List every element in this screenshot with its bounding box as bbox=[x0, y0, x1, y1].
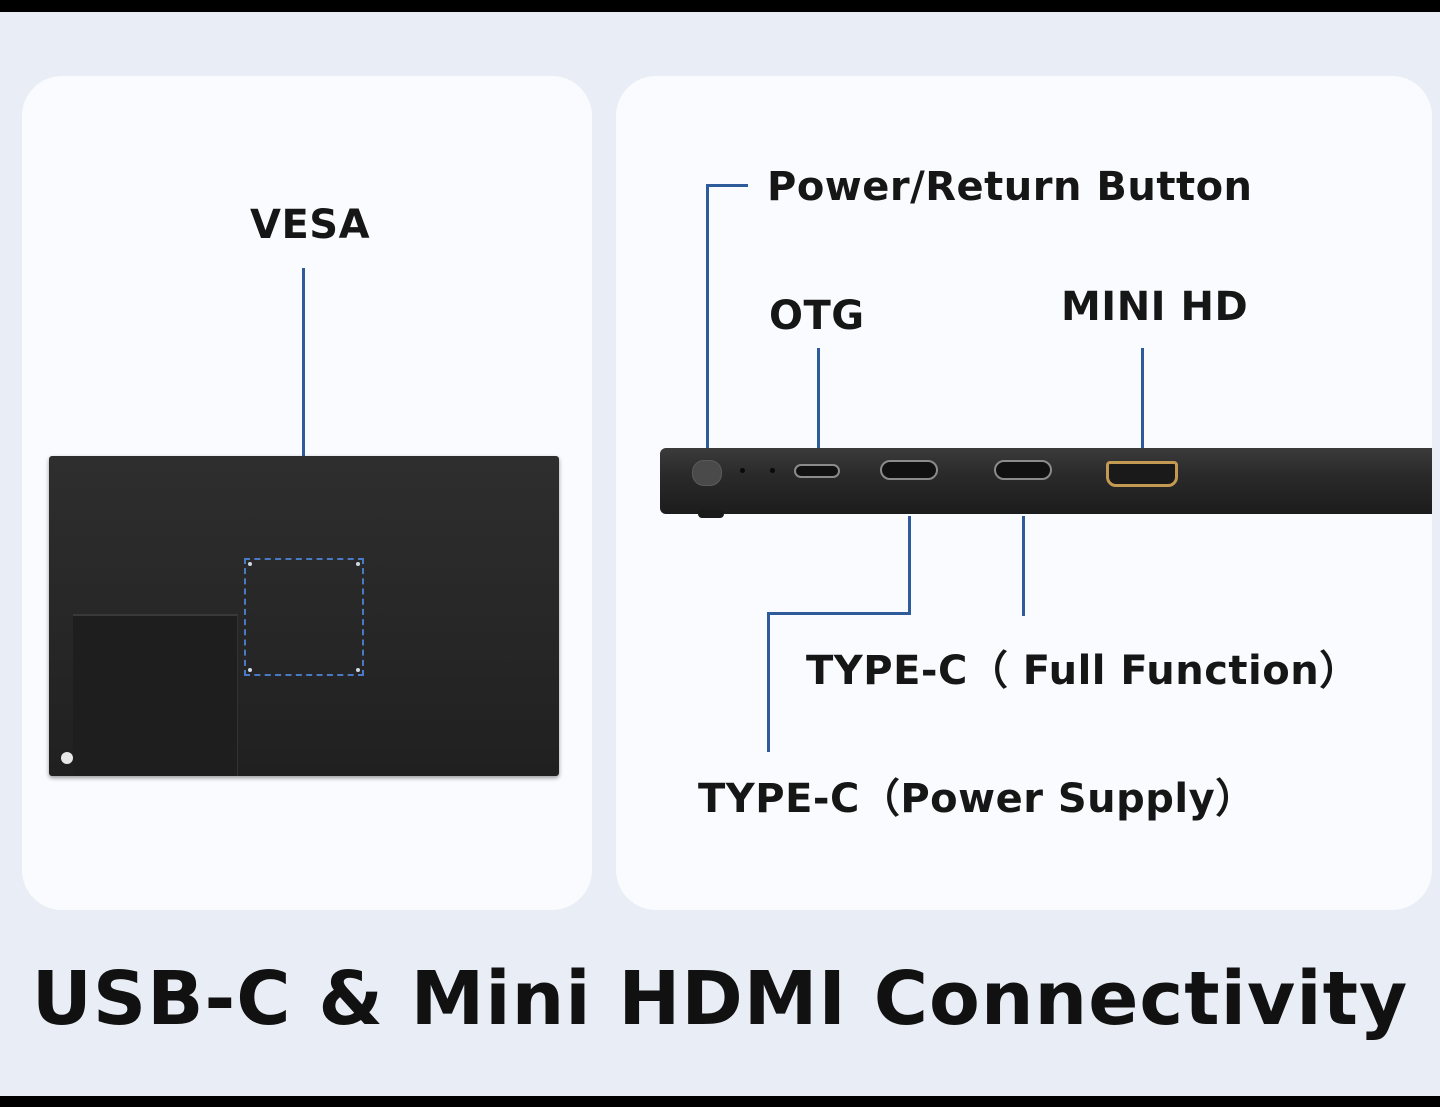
mini-hdmi-port-icon bbox=[1106, 461, 1178, 487]
type-c-full-label: TYPE-C（ Full Function） bbox=[806, 648, 1360, 694]
power-button-icon bbox=[692, 460, 722, 486]
vesa-mount-area bbox=[244, 558, 364, 676]
monitor-side-image bbox=[660, 448, 1432, 518]
type-c-power-callout-horizontal bbox=[767, 612, 911, 615]
page-title: USB-C & Mini HDMI Connectivity bbox=[31, 956, 1409, 1042]
vesa-label: VESA bbox=[250, 202, 371, 248]
reset-hole bbox=[740, 468, 745, 473]
indicator-dot bbox=[61, 752, 73, 764]
type-c-power-callout-drop bbox=[767, 612, 770, 752]
otg-port-icon bbox=[794, 464, 840, 478]
top-border bbox=[0, 0, 1440, 12]
power-button-label: Power/Return Button bbox=[767, 164, 1253, 210]
type-c-power-callout-vertical bbox=[908, 516, 911, 614]
power-callout-vertical bbox=[706, 184, 709, 454]
bottom-border bbox=[0, 1096, 1440, 1107]
kickstand-panel bbox=[73, 614, 238, 776]
power-callout-horizontal bbox=[706, 184, 748, 187]
type-c-full-callout-line bbox=[1022, 516, 1025, 616]
mini-hd-callout-line bbox=[1141, 348, 1144, 450]
vesa-callout-line bbox=[302, 268, 305, 558]
type-c-power-port-icon bbox=[880, 460, 938, 480]
side-foot bbox=[698, 510, 724, 518]
type-c-full-port-icon bbox=[994, 460, 1052, 480]
mini-hd-label: MINI HD bbox=[1061, 284, 1249, 330]
monitor-back-image bbox=[49, 456, 559, 776]
mic-hole bbox=[770, 468, 775, 473]
otg-callout-line bbox=[817, 348, 820, 454]
otg-label: OTG bbox=[769, 293, 865, 339]
type-c-power-label: TYPE-C（Power Supply） bbox=[698, 776, 1256, 822]
